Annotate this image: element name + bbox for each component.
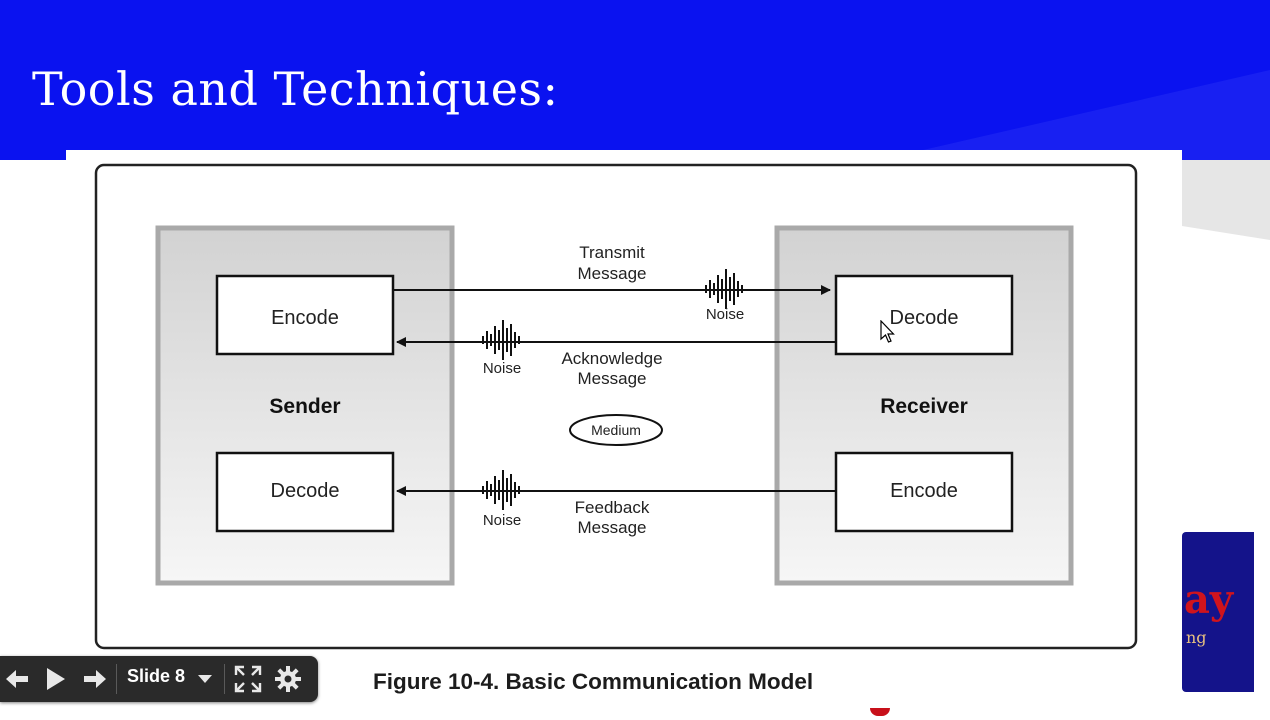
feedback-label-line2: Message [578,518,647,537]
receiver-label: Receiver [880,395,968,418]
gear-icon[interactable] [274,665,302,693]
logo-fragment: ay ng [1182,532,1254,692]
sender-encode-box [215,274,395,356]
receiver-encode-box [834,451,1014,533]
medium-label: Medium [591,422,641,438]
feedback-label-line1: Feedback [575,498,650,517]
sender-decode-label: Decode [271,480,340,502]
receiver-decode-box [834,274,1014,356]
transmit-label-line1: Transmit [579,243,645,262]
mouse-cursor-icon [880,320,895,343]
sender-label: Sender [269,395,340,418]
fullscreen-icon[interactable] [234,665,262,693]
play-icon[interactable] [44,666,68,692]
title-bar-diagonal-shade [880,70,1270,160]
noise-feedback-label: Noise [483,512,521,529]
player-separator [116,664,117,694]
player-control-bar: Slide 8 [0,656,318,702]
logo-subtext: ng [1186,628,1207,647]
medium-ellipse [569,414,663,446]
receiver-encode-label: Encode [890,480,958,502]
player-separator [224,664,225,694]
figure-panel: Encode Decode Decode Encode Sender Recei… [66,150,1182,720]
communication-model-diagram: Encode Decode Decode Encode Sender Recei… [94,163,1138,650]
sender-encode-label: Encode [271,307,339,329]
transmit-label-line2: Message [578,264,647,283]
logo-edge-fragment [870,708,890,716]
gray-diagonal-band [1182,160,1270,240]
acknowledge-label-line2: Message [578,369,647,388]
title-bar [0,0,1270,160]
noise-transmit-label: Noise [706,306,744,323]
slide-selector[interactable]: Slide 8 [127,666,186,686]
logo-letters: ay [1184,576,1234,623]
figure-caption: Figure 10-4. Basic Communication Model [373,669,814,694]
acknowledge-label-line1: Acknowledge [561,349,662,368]
receiver-decode-label: Decode [890,307,959,329]
slide-title: Tools and Techniques: [32,62,559,116]
noise-acknowledge-label: Noise [483,360,521,377]
chevron-down-icon[interactable] [196,672,214,686]
prev-arrow-icon[interactable] [4,667,30,691]
next-arrow-icon[interactable] [82,667,108,691]
sender-decode-box [215,451,395,533]
